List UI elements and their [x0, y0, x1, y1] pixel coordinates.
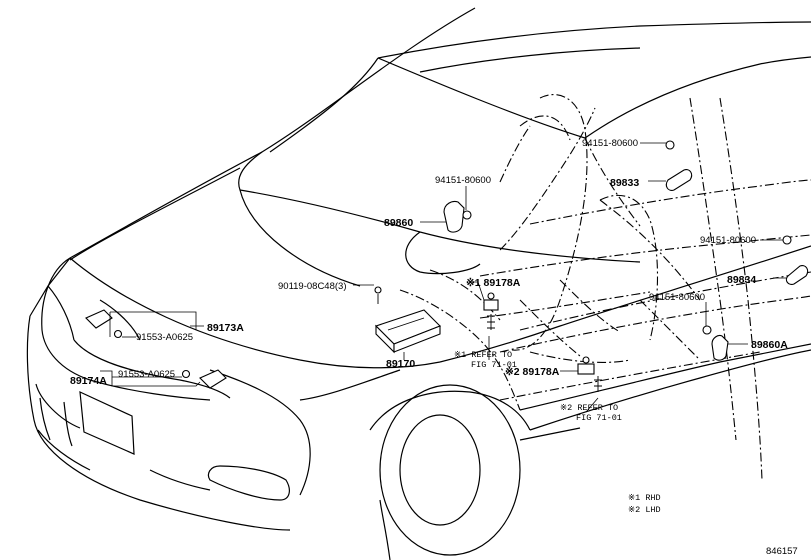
label-94151-80600-right: 94151-80600 [700, 235, 756, 246]
part-89834-sensor [782, 235, 809, 285]
part-89178A-lower [577, 356, 602, 392]
label-89860a: 89860A [751, 339, 788, 351]
label-89834: 89834 [727, 274, 756, 286]
part-89170-airbag-module [374, 286, 441, 354]
label-89170: 89170 [386, 358, 415, 370]
leader-lines [100, 142, 786, 413]
label-91553-a0625-2: 91553-A0625 [118, 369, 175, 380]
label-refer-1-line1: ※1 REFER TO [454, 350, 512, 360]
part-89173A-front-sensor [85, 309, 123, 339]
label-90119-08c48: 90119-08C48(3) [278, 281, 346, 292]
part-89833-sensor [665, 140, 693, 191]
part-89860A-sensor [702, 325, 729, 361]
label-refer-1-line2: FIG 71-01 [471, 360, 517, 370]
hidden-interior-lines [399, 97, 811, 481]
vehicle-body-outline [26, 7, 811, 560]
label-89833: 89833 [610, 177, 639, 189]
label-refer-2-line1: ※2 REFER TO [560, 403, 618, 413]
label-94151-80600-left: 94151-80600 [435, 175, 491, 186]
legend-rhd: ※1 RHD [628, 493, 661, 503]
legend-lhd: ※2 LHD [628, 505, 661, 515]
label-94151-80600-lower: 94151-80600 [649, 292, 705, 303]
part-89178A-upper [483, 292, 499, 330]
part-89860-sensor [443, 200, 472, 233]
label-91553-a0625-1: 91553-A0625 [136, 332, 193, 343]
figure-number: 846157 [766, 546, 798, 557]
label-94151-80600-top: 94151-80600 [582, 138, 638, 149]
part-89174A-front-sensor [181, 369, 227, 389]
label-89178a-2: ※2 89178A [505, 366, 560, 378]
label-89178a-1: ※1 89178A [466, 277, 521, 289]
label-89173a: 89173A [207, 322, 244, 334]
front-seat-outline [499, 94, 659, 363]
label-89174a: 89174A [70, 375, 107, 387]
label-refer-2-line2: FIG 71-01 [576, 413, 622, 423]
label-89860: 89860 [384, 217, 413, 229]
part-labels: 94151-80600 89833 94151-80600 89860 9415… [70, 138, 798, 557]
